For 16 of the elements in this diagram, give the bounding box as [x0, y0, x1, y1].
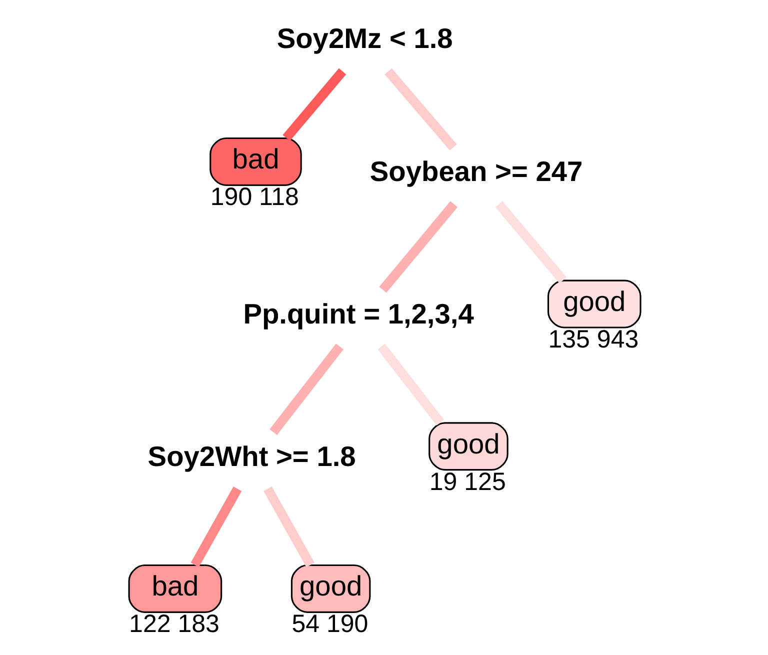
node-label: 135 943 — [548, 326, 639, 354]
connector — [270, 344, 344, 435]
node-text: Soy2Wht >= 1.8 — [148, 440, 356, 472]
node-text: Soybean >= 247 — [370, 156, 583, 188]
connector — [378, 344, 444, 426]
connector — [282, 68, 346, 142]
connector — [379, 201, 458, 293]
node-label: 54 190 — [292, 610, 368, 638]
connector — [495, 201, 567, 284]
connector — [190, 486, 242, 568]
node-label: 122 183 — [129, 610, 220, 638]
node-label: 190 118 — [210, 183, 299, 212]
connector — [264, 486, 315, 568]
node-text: Soy2Mz < 1.8 — [276, 23, 453, 54]
node-text: Pp.quint = 1,2,3,4 — [243, 298, 474, 330]
connector — [384, 68, 457, 150]
